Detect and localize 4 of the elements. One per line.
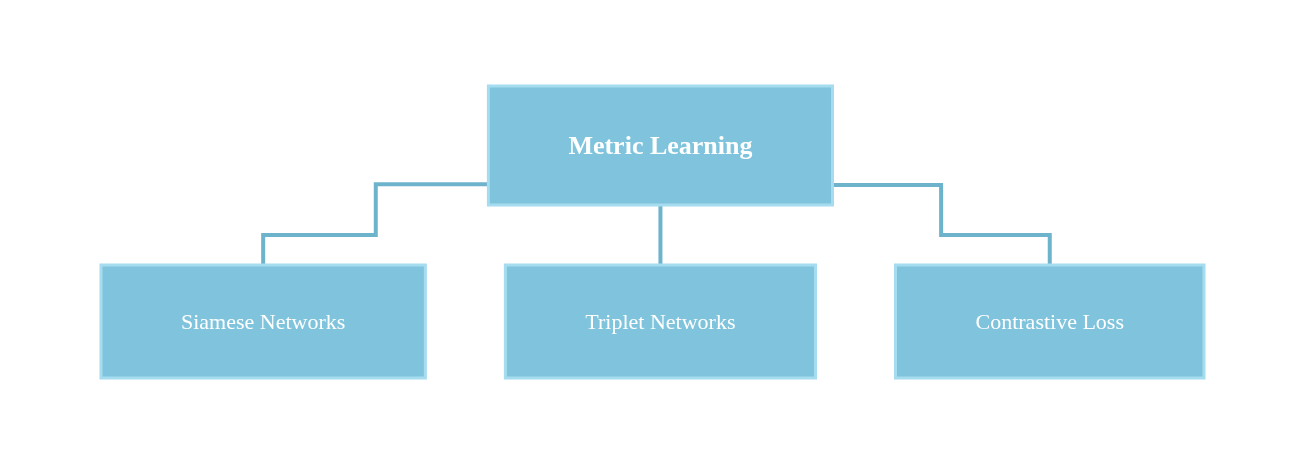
node-box: Contrastive Loss: [893, 263, 1205, 379]
node-box: Triplet Networks: [503, 263, 817, 379]
node-box: Metric Learning: [486, 84, 834, 206]
node-box: Siamese Networks: [99, 263, 427, 379]
